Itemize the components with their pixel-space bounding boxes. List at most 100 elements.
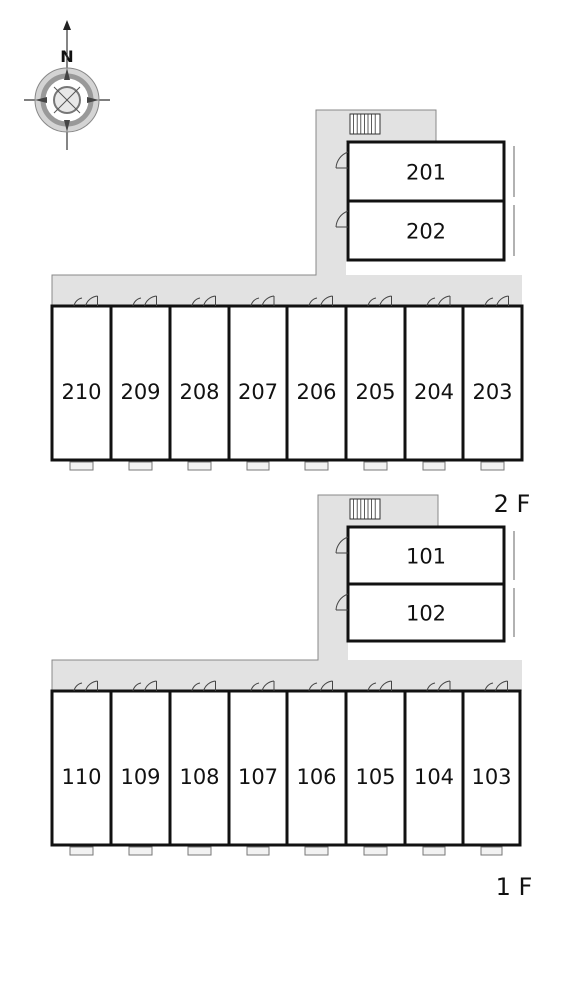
- unit-110: 110: [50, 680, 113, 856]
- door-icon: [437, 295, 451, 307]
- door-icon: [496, 295, 509, 307]
- balcony: [128, 461, 153, 471]
- unit-108: 108: [168, 680, 231, 856]
- unit-205: 205: [344, 295, 407, 471]
- unit-202-label: 202: [406, 220, 446, 244]
- unit-201-outline: [346, 140, 506, 203]
- unit-109-label: 109: [120, 765, 160, 789]
- unit-107-outline: [227, 689, 289, 847]
- unit-103: 103: [461, 680, 522, 856]
- door-icon: [379, 295, 392, 307]
- unit-101-label: 101: [406, 545, 446, 569]
- unit-206: 206: [285, 295, 348, 471]
- door-icon: [203, 295, 216, 307]
- door-icon: [261, 295, 275, 307]
- unit-103-outline: [461, 689, 522, 847]
- unit-209: 209: [109, 295, 172, 471]
- balcony: [187, 846, 212, 856]
- door-icon: [85, 680, 98, 692]
- door-icon: [335, 536, 349, 554]
- door-icon: [335, 593, 349, 611]
- unit-107: 107: [227, 680, 289, 856]
- balcony: [187, 461, 212, 471]
- unit-107-label: 107: [238, 765, 278, 789]
- balcony: [363, 846, 388, 856]
- balcony: [128, 846, 153, 856]
- unit-105-outline: [344, 689, 407, 847]
- floor-label: 2 F: [494, 490, 531, 518]
- door-icon: [144, 680, 157, 692]
- balcony: [480, 461, 505, 471]
- balcony: [480, 846, 503, 856]
- unit-210-label: 210: [61, 380, 101, 404]
- balcony: [69, 461, 94, 471]
- unit-208-outline: [168, 304, 231, 462]
- unit-110-label: 110: [61, 765, 101, 789]
- unit-203-label: 203: [472, 380, 512, 404]
- balcony: [304, 461, 329, 471]
- stairs-icon: [349, 498, 381, 520]
- unit-210: 210: [50, 295, 113, 471]
- unit-208-label: 208: [179, 380, 219, 404]
- corridor-horizontal: [52, 660, 522, 691]
- corridor-horizontal: [52, 275, 522, 306]
- unit-209-outline: [109, 304, 172, 462]
- floor-1f-plan: 101 102 110 109 108 107 106 105 104 103 1 F: [50, 494, 533, 901]
- door-icon: [261, 680, 275, 692]
- door-icon: [335, 151, 349, 169]
- door-icon: [203, 680, 216, 692]
- balcony: [246, 461, 270, 471]
- unit-203: 203: [461, 295, 524, 471]
- floor-label: 1 F: [496, 873, 533, 901]
- unit-204-outline: [403, 304, 465, 462]
- unit-204-label: 204: [414, 380, 454, 404]
- unit-102-label: 102: [406, 602, 446, 626]
- unit-101: 101: [335, 525, 515, 586]
- unit-104-label: 104: [414, 765, 454, 789]
- balcony: [422, 461, 446, 471]
- door-icon: [379, 680, 392, 692]
- unit-106-outline: [285, 689, 348, 847]
- unit-208: 208: [168, 295, 231, 471]
- compass: N: [24, 20, 110, 150]
- unit-108-outline: [168, 689, 231, 847]
- stairs-icon: [349, 113, 381, 135]
- unit-201: 201: [335, 140, 515, 203]
- unit-204: 204: [403, 295, 465, 471]
- unit-108-label: 108: [179, 765, 219, 789]
- unit-202-outline: [346, 199, 506, 262]
- door-icon: [144, 295, 157, 307]
- door-icon: [85, 295, 98, 307]
- unit-205-label: 205: [355, 380, 395, 404]
- balcony: [304, 846, 329, 856]
- unit-206-label: 206: [296, 380, 336, 404]
- corridor-vertical: [316, 110, 346, 276]
- balcony: [246, 846, 270, 856]
- unit-201-label: 201: [406, 161, 446, 185]
- unit-103-label: 103: [471, 765, 511, 789]
- unit-104-outline: [403, 689, 465, 847]
- unit-106: 106: [285, 680, 348, 856]
- unit-206-outline: [285, 304, 348, 462]
- door-icon: [437, 680, 451, 692]
- balcony: [422, 846, 446, 856]
- unit-209-label: 209: [120, 380, 160, 404]
- unit-105-label: 105: [355, 765, 395, 789]
- balcony: [69, 846, 94, 856]
- balcony: [363, 461, 388, 471]
- unit-207-outline: [227, 304, 289, 462]
- door-icon: [320, 680, 333, 692]
- unit-205-outline: [344, 304, 407, 462]
- unit-106-label: 106: [296, 765, 336, 789]
- door-icon: [320, 295, 333, 307]
- unit-105: 105: [344, 680, 407, 856]
- unit-102: 102: [335, 582, 515, 643]
- unit-104: 104: [403, 680, 465, 856]
- door-icon: [335, 210, 349, 228]
- door-icon: [495, 680, 508, 692]
- unit-102-outline: [346, 582, 506, 643]
- unit-110-outline: [50, 689, 113, 847]
- corridor-outline: [51, 109, 437, 306]
